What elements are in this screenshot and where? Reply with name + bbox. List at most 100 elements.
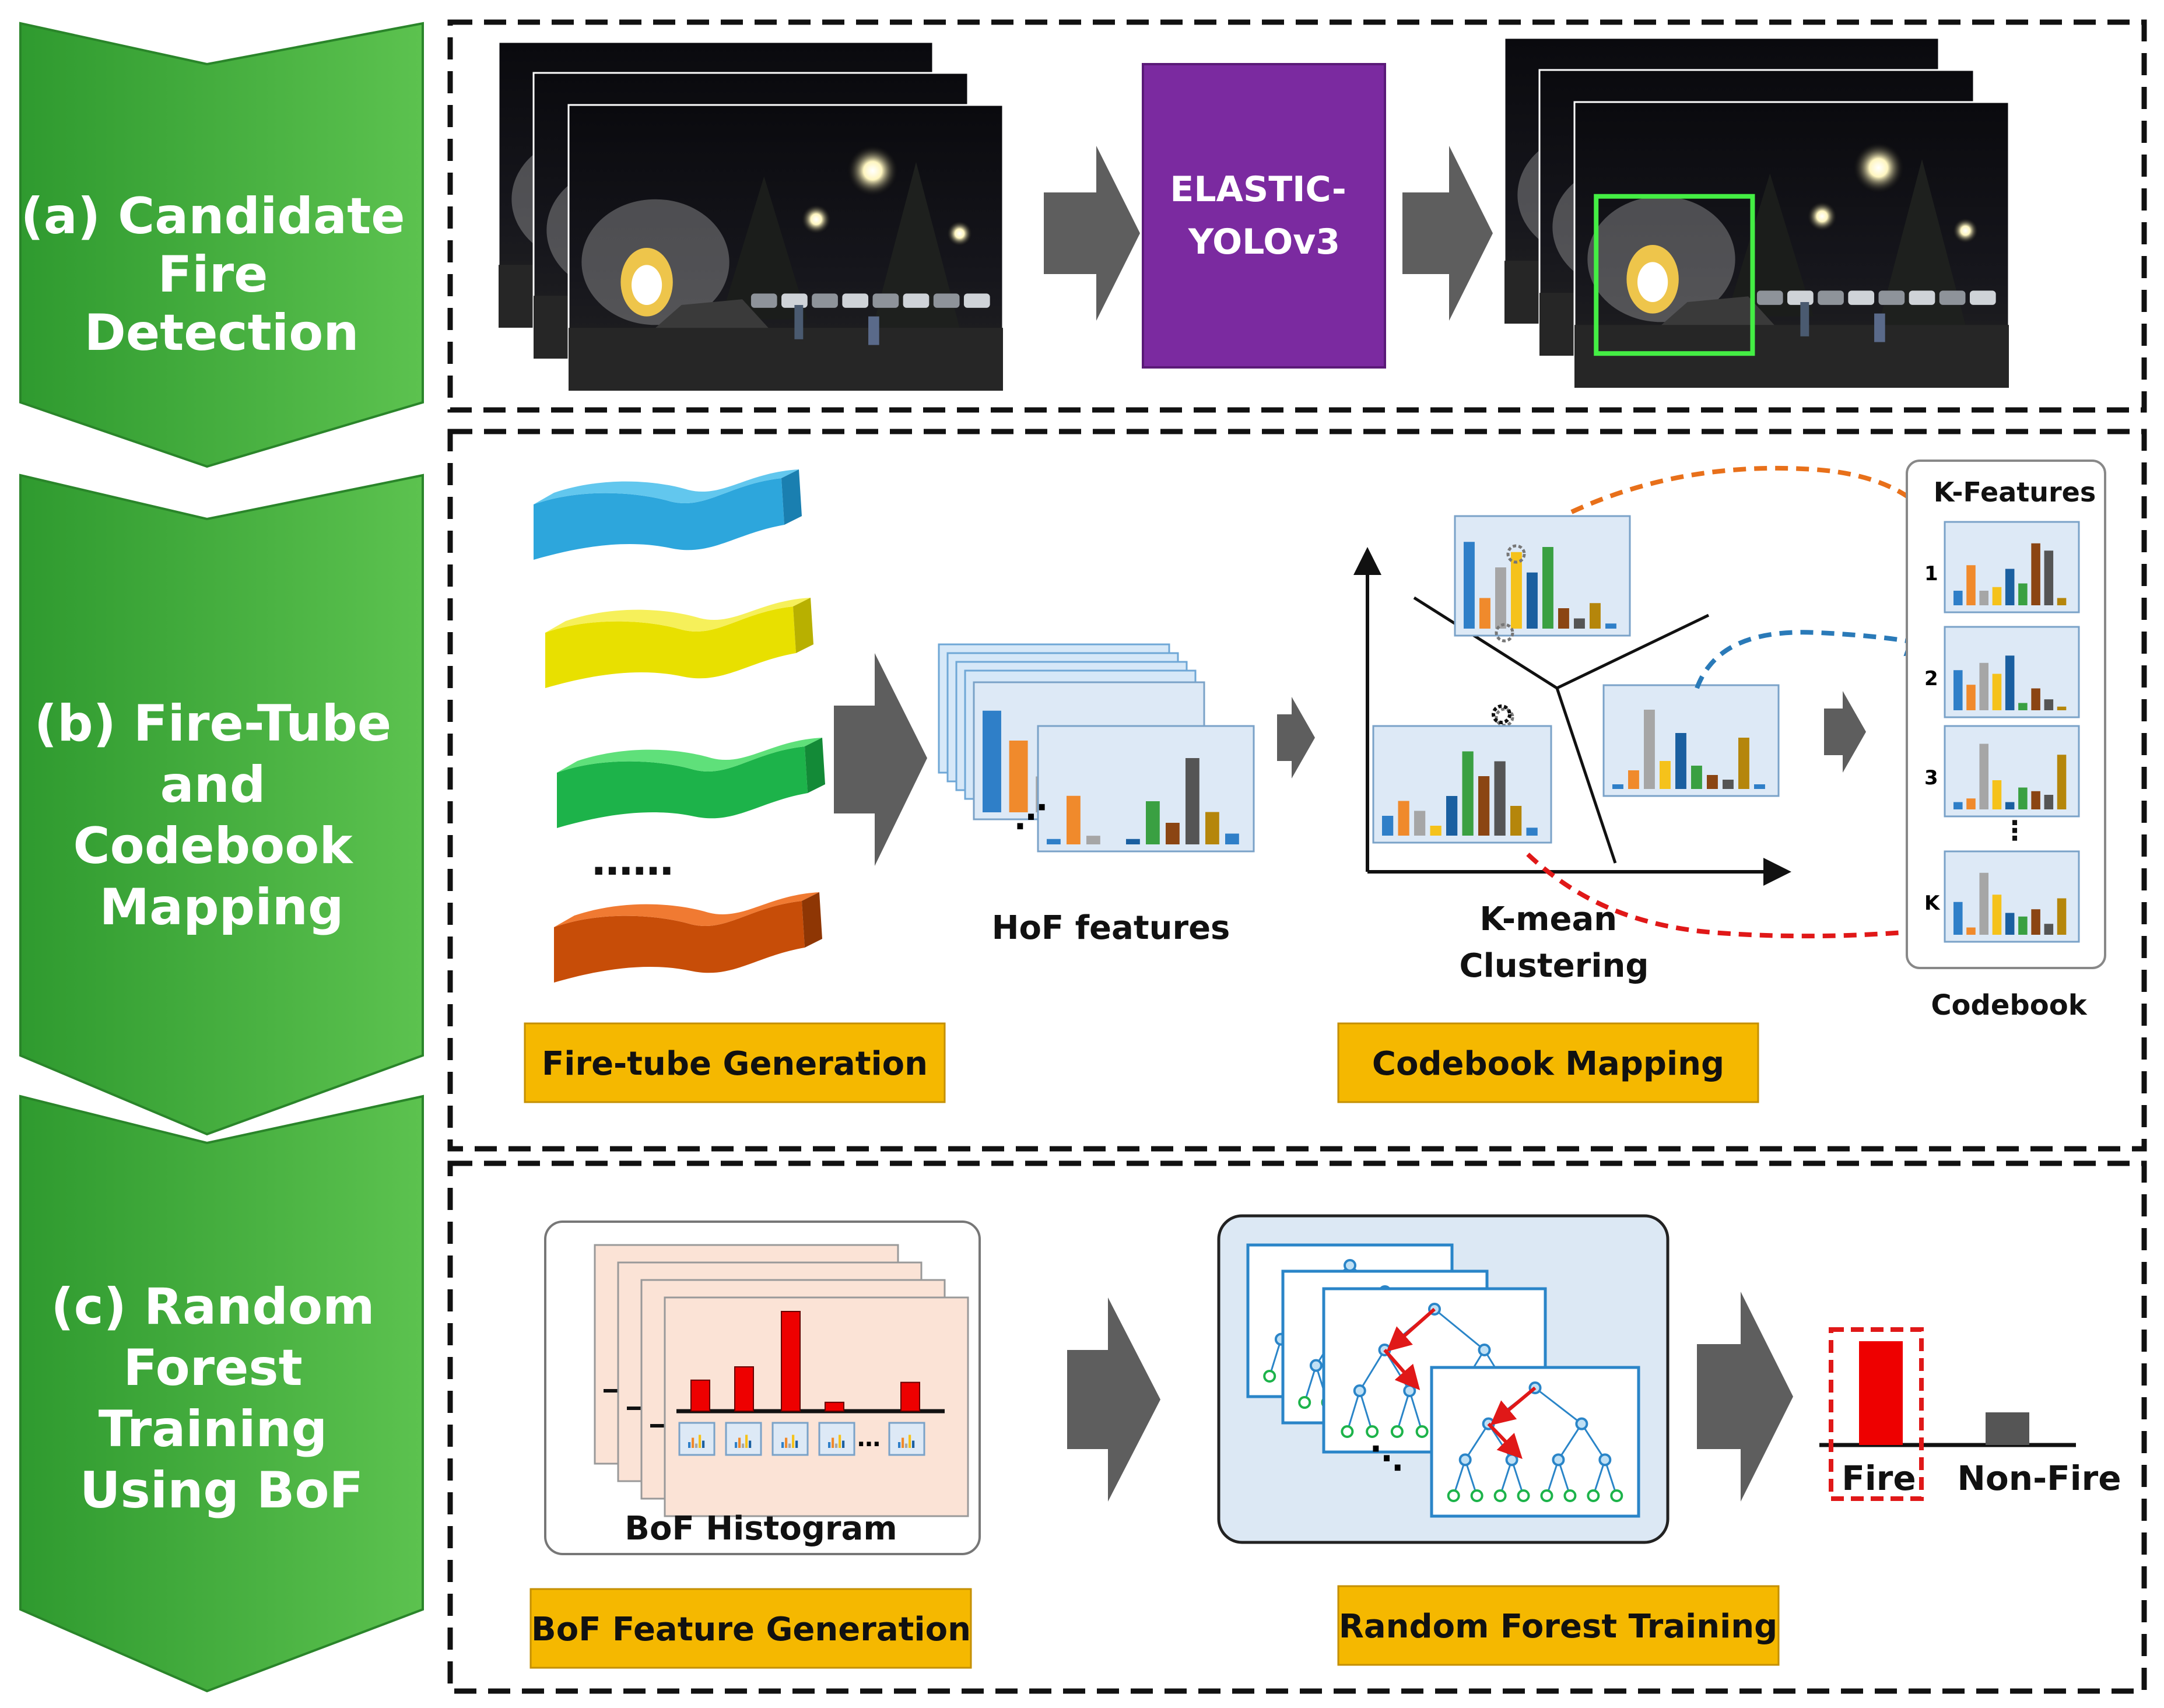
cluster-top-bar bbox=[1527, 572, 1538, 629]
codebook-entry-bar bbox=[2044, 795, 2054, 809]
tree-node bbox=[1263, 1370, 1276, 1383]
codebook-entry-bar bbox=[1953, 902, 1963, 935]
tree-node bbox=[1403, 1384, 1416, 1397]
hof-sheet-b bbox=[1037, 725, 1255, 853]
codebook-entry-bar bbox=[2005, 569, 2015, 605]
bof-mini-hist bbox=[678, 1422, 716, 1456]
flow-arrow-c2 bbox=[1697, 1292, 1793, 1502]
codebook-entry-bar bbox=[2044, 550, 2054, 605]
cluster-left-bar bbox=[1462, 751, 1474, 836]
codebook-entry-bar bbox=[2031, 543, 2040, 605]
cluster-top-bar bbox=[1558, 608, 1569, 629]
cluster-top-bar bbox=[1590, 603, 1601, 629]
bof-mini-hist-bar bbox=[792, 1435, 795, 1448]
hof-features-label: HoF features bbox=[992, 909, 1230, 947]
bof-mini-hist-bar bbox=[781, 1442, 784, 1448]
bof-mini-hist bbox=[725, 1422, 762, 1456]
non-fire-label: Non-Fire bbox=[1957, 1458, 2121, 1498]
hof-feature-stack: ⋰ bbox=[938, 643, 1255, 853]
bof-mini-hist-bar bbox=[738, 1437, 741, 1448]
tree-node bbox=[1390, 1425, 1404, 1438]
cluster-right-bar bbox=[1660, 761, 1671, 789]
kmean-clustering-label: K-mean Clustering bbox=[1459, 900, 1649, 985]
codebook-entry-bar bbox=[1966, 798, 1976, 809]
codebook-label: Codebook bbox=[1931, 989, 2087, 1022]
codebook-entry-bar bbox=[1966, 685, 1976, 710]
detector-label: ELASTIC- YOLOv3 bbox=[1170, 169, 1358, 262]
tree-node bbox=[1575, 1417, 1588, 1430]
codebook-index: 2 bbox=[1924, 667, 1938, 690]
codebook-entry-bar bbox=[2031, 909, 2040, 935]
hof-ellipsis: ⋰ bbox=[1015, 798, 1047, 836]
tree-node bbox=[1447, 1489, 1460, 1502]
detection-bounding-box bbox=[1594, 194, 1755, 356]
k-features-label: K-Features bbox=[1934, 476, 2096, 508]
decision-path bbox=[1383, 1349, 1421, 1391]
bof-mini-hist-frame bbox=[771, 1422, 809, 1456]
svg-text:Codebook Mapping: Codebook Mapping bbox=[1372, 1045, 1724, 1083]
fire-tube-green bbox=[557, 738, 825, 828]
video-frame-front-2 bbox=[1573, 101, 2010, 389]
flow-arrow-c1 bbox=[1067, 1297, 1160, 1502]
bof-mini-hist-bar bbox=[828, 1442, 831, 1448]
bof-mini-hist-bar bbox=[692, 1437, 695, 1448]
hof-sheet-b-bar bbox=[1067, 795, 1081, 844]
codebook-entry bbox=[1944, 725, 2080, 818]
svg-text:Fire-tube Generation: Fire-tube Generation bbox=[542, 1045, 928, 1083]
hof-sheet-b-bar bbox=[1225, 833, 1239, 844]
codebook-entry-bar bbox=[2005, 655, 2015, 710]
bof-mini-hist-bar bbox=[702, 1440, 705, 1448]
cluster-right-bar bbox=[1738, 738, 1749, 789]
tree-node bbox=[1478, 1344, 1491, 1356]
bof-mini-hist-frame bbox=[725, 1422, 762, 1456]
tube-ellipsis: …… bbox=[592, 837, 674, 885]
cluster-top-bar bbox=[1464, 542, 1475, 629]
flow-arrow-b1 bbox=[834, 653, 927, 866]
stage-a-label: (a) Candidate Fire Detection bbox=[21, 187, 423, 362]
bof-mini-hist-bar bbox=[795, 1440, 798, 1448]
codebook-entry-bar bbox=[1966, 565, 1976, 605]
cluster-boundary-2 bbox=[1556, 613, 1710, 690]
cluster-left-bar bbox=[1478, 776, 1490, 836]
bof-bar bbox=[781, 1311, 801, 1412]
hof-sheet-b-bar bbox=[1146, 801, 1160, 844]
tree-node bbox=[1309, 1359, 1323, 1372]
cluster-right-bar bbox=[1707, 775, 1718, 789]
codebook-entry-bar bbox=[1992, 587, 2002, 605]
tree-node bbox=[1505, 1453, 1518, 1467]
cluster-right-bar bbox=[1754, 784, 1765, 789]
cluster-right-bar bbox=[1675, 733, 1686, 789]
tree-node bbox=[1341, 1425, 1354, 1438]
input-video-frames bbox=[497, 41, 1004, 392]
map-arrow-red bbox=[1526, 853, 1945, 951]
codebook-entry-bar bbox=[1979, 872, 1988, 935]
flow-arrow-a1 bbox=[1044, 146, 1140, 321]
bof-histogram-label: BoF Histogram bbox=[625, 1510, 897, 1548]
panel-c bbox=[447, 1160, 2147, 1694]
bof-mini-hist-frame bbox=[888, 1422, 925, 1456]
tree-node bbox=[1344, 1259, 1356, 1272]
cluster-left-bar bbox=[1430, 826, 1442, 836]
tree-node bbox=[1458, 1453, 1472, 1467]
flow-arrow-b3 bbox=[1824, 691, 1866, 773]
codebook-entry-bar bbox=[2018, 916, 2028, 935]
bof-bar bbox=[825, 1401, 844, 1412]
codebook-entry bbox=[1944, 626, 2080, 718]
bof-mini-hist-bar bbox=[898, 1442, 901, 1448]
bof-mini-hist-bar bbox=[749, 1440, 752, 1448]
codebook-entry-bar bbox=[2057, 898, 2067, 935]
codebook-entry-bar bbox=[1953, 670, 1963, 710]
codebook-mapping-tag: Codebook Mapping bbox=[1337, 1022, 1759, 1103]
codebook-index: 1 bbox=[1924, 562, 1938, 585]
hof-sheet-a-bar bbox=[983, 710, 1001, 812]
cluster-left-bar bbox=[1510, 806, 1522, 836]
bof-mini-hist-bar bbox=[832, 1437, 834, 1448]
cluster-histogram-right bbox=[1602, 684, 1780, 797]
random-forest-training-tag: Random Forest Training bbox=[1337, 1585, 1780, 1666]
cluster-top-bar bbox=[1542, 547, 1553, 629]
bof-mini-hist-bar bbox=[839, 1435, 841, 1448]
bof-mini-hist-bar bbox=[912, 1440, 915, 1448]
hof-sheet-b-bar bbox=[1047, 839, 1061, 844]
codebook-entry-bar bbox=[1966, 927, 1976, 935]
cluster-left-bar bbox=[1382, 816, 1394, 836]
